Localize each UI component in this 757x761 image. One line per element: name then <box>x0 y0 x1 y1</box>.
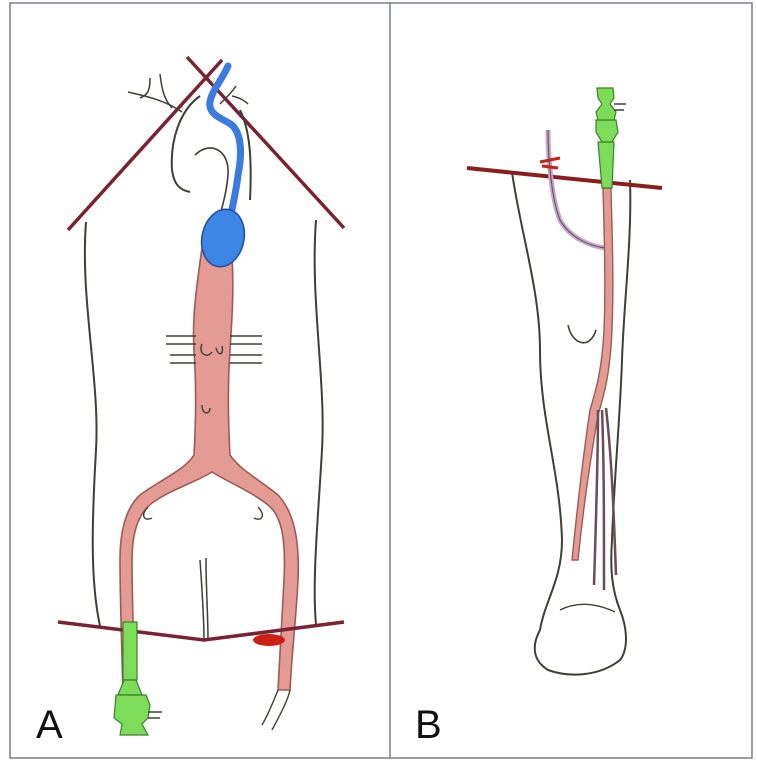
perfusion-cannula-connector <box>114 695 150 735</box>
pubic-midline <box>200 558 208 640</box>
ankle-crease <box>560 604 615 612</box>
perfusion-cannula-shaft <box>123 622 137 680</box>
perfusion-cannula-hub <box>118 680 142 695</box>
supra-aortic-vessel-right <box>232 96 248 104</box>
lower-cut-line <box>58 622 344 640</box>
knee-crease <box>568 325 596 343</box>
torso-outline-left <box>85 222 100 626</box>
panel-label-a: A <box>36 705 63 745</box>
upper-cut-line-left <box>68 60 222 230</box>
perfusion-cannula-b-connector <box>596 88 616 120</box>
perfusion-cannula-b-hub <box>596 120 618 142</box>
upper-cut-line-right <box>187 57 344 228</box>
saphenous-vein <box>548 130 605 248</box>
torso-outline-right <box>315 220 323 625</box>
panel-b-illustration <box>467 88 662 675</box>
cannula-b-side-port <box>614 104 626 110</box>
panel-a-illustration <box>58 57 344 735</box>
panel-label-b: B <box>415 705 442 745</box>
right-femoral-cut-end <box>262 690 290 730</box>
tibial-arteries <box>594 408 616 590</box>
ligature-right-femoral <box>253 634 285 646</box>
saphenous-vein-outline <box>548 130 605 248</box>
internal-iliac-right <box>254 507 262 519</box>
cannula-side-port <box>148 712 162 718</box>
supra-aortic-vessel-3 <box>128 92 182 112</box>
thigh-cut-line <box>467 168 662 188</box>
